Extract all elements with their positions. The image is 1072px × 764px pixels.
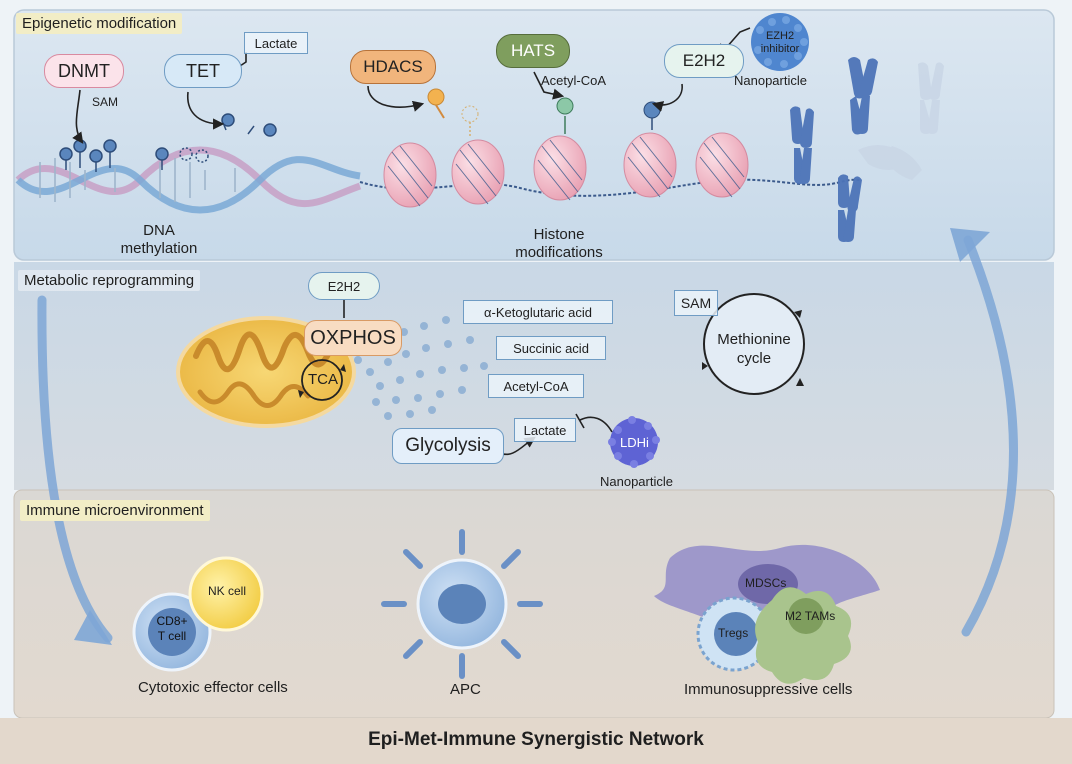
ezh2-inhibitor-line1: EZH2 [765,30,795,42]
oxphos-label: OXPHOS [304,320,402,356]
nucleosome [533,135,587,201]
metabolite-dots [354,316,488,420]
section-label-immune: Immune microenvironment [20,500,210,521]
dna-helix [15,146,362,214]
tregs-cell [696,596,772,672]
m2-tams-label: M2 TAMs [785,609,836,623]
footer-band [0,718,1072,764]
methionine-cycle-label: Methionine cycle [704,330,804,368]
ldhi-nanoparticle [608,416,660,468]
cd8-t-cell [132,592,212,672]
nucleosome [451,139,505,205]
epigenetic-panel [13,9,1055,261]
immunosuppressive-label: Immunosuppressive cells [684,681,853,698]
nk-cell-label: NK cell [208,584,247,598]
tca-label: TCA [308,371,338,388]
section-label-metabolic: Metabolic reprogramming [18,270,201,291]
nk-cell [188,556,264,632]
histone-line2: modifications [515,244,603,261]
nucleosome [623,132,677,198]
methionine-line2: cycle [736,350,772,367]
tregs-label: Tregs [718,626,749,640]
methionine-cycle [702,293,805,395]
chromosomes [790,57,944,242]
succinic-acid-box: Succinic acid [496,336,606,360]
ezh2-inhibitor-line2: inhibitor [760,43,800,55]
cd8-line1: CD8+ [156,614,188,628]
network-title: Epi-Met-Immune Synergistic Network [368,729,704,750]
histone-line1: Histone [533,226,585,243]
section-label-epigenetic: Epigenetic modification [16,13,183,34]
glycolysis-label: Glycolysis [392,428,504,464]
sam-label: SAM [92,95,119,109]
sam-box-met: SAM [674,290,718,316]
dna-methylation-line1: DNA [143,222,175,239]
apc-cell [381,529,543,679]
lactate-box-epi: Lactate [244,32,308,54]
e2h2-enzyme-met: E2H2 [308,272,380,300]
cytotoxic-effector-label: Cytotoxic effector cells [138,679,288,696]
cd8-t-cell-label: CD8+T cell [146,614,198,644]
nucleosomes [383,132,749,208]
hats-enzyme: HATS [496,34,570,68]
apc-label: APC [450,681,481,698]
acetyl-coa-label-epi: Acetyl-CoA [541,73,607,88]
ldhi-label: LDHi [620,435,649,450]
dna-methylation-line2: methylation [120,240,198,257]
dnmt-enzyme: DNMT [44,54,124,88]
tet-enzyme: TET [164,54,242,88]
acetyl-coa-box-met: Acetyl-CoA [488,374,584,398]
flow-arrow-right [961,235,1018,637]
m2-tam-cell [755,587,852,684]
cd8-line2: T cell [157,629,187,643]
hdacs-enzyme: HDACS [350,50,436,84]
ezh2-inhibitor-nanoparticle [751,13,809,71]
flow-arrowhead-left [74,610,112,645]
mdscs-label: MDSCs [745,576,787,590]
lactate-box-met: Lactate [514,418,576,442]
e2h2-enzyme-epi: E2H2 [664,44,744,78]
nanoparticle-label-epi: Nanoparticle [734,73,807,88]
nucleosome [695,132,749,198]
flow-arrowhead-right [950,228,990,262]
histone-marks [427,88,661,136]
alpha-ketoglutaric-box: α-Ketoglutaric acid [463,300,613,324]
nanoparticle-label-met: Nanoparticle [600,474,673,489]
methionine-line1: Methionine [717,331,791,348]
